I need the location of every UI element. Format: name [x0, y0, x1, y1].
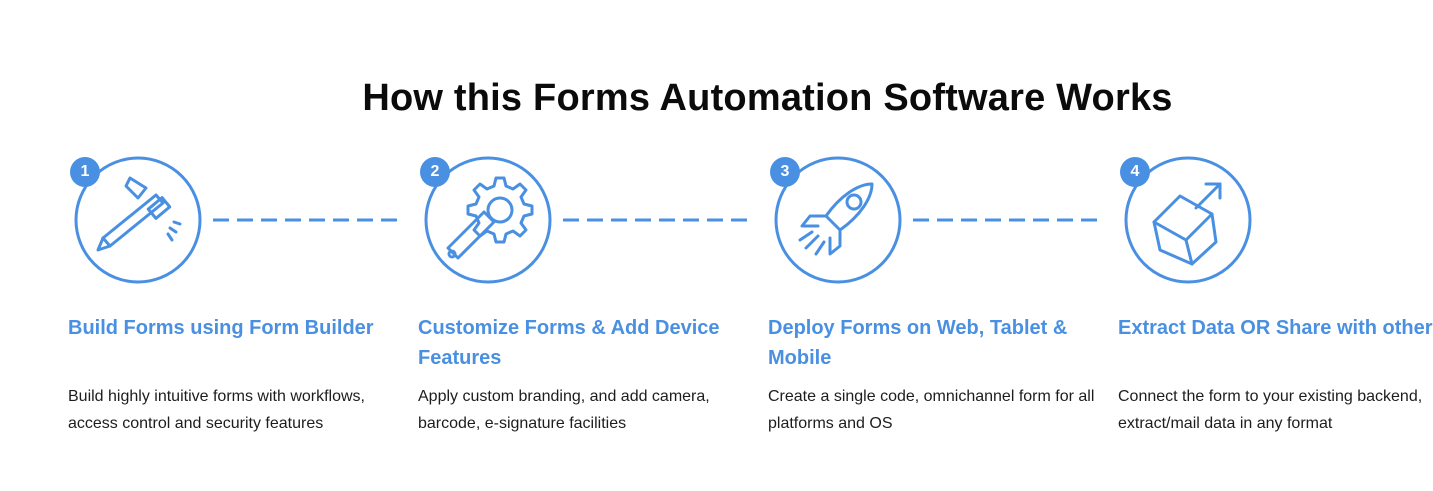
step-icon-container: 3	[768, 150, 908, 290]
step-description: Apply custom branding, and add camera, b…	[418, 388, 710, 432]
step-number-badge: 1	[70, 157, 100, 187]
step-title: Extract Data OR Share with others	[1118, 317, 1433, 339]
dashed-connector	[563, 218, 748, 222]
step-icon-container: 2	[418, 150, 558, 290]
step-title: Customize Forms & Add Device Features	[418, 317, 720, 369]
rocket-icon	[774, 156, 902, 284]
step-number-badge: 3	[770, 157, 800, 187]
dashed-connector	[913, 218, 1098, 222]
step-description: Create a single code, omnichannel form f…	[768, 388, 1095, 432]
step-title: Deploy Forms on Web, Tablet & Mobile	[768, 317, 1068, 369]
page-title: How this Forms Automation Software Works	[362, 77, 1173, 120]
gear-wrench-icon	[424, 156, 552, 284]
step-number-badge: 2	[420, 157, 450, 187]
step-description: Connect the form to your existing backen…	[1118, 388, 1423, 432]
box-export-icon	[1124, 156, 1252, 284]
dashed-connector	[213, 218, 398, 222]
step-description: Build highly intuitive forms with workfl…	[68, 388, 365, 432]
hammer-pencil-icon	[74, 156, 202, 284]
step-number-badge: 4	[1120, 157, 1150, 187]
step-title: Build Forms using Form Builder	[68, 317, 374, 339]
step-icon-container: 4	[1118, 150, 1258, 290]
step-icon-container: 1	[68, 150, 208, 290]
